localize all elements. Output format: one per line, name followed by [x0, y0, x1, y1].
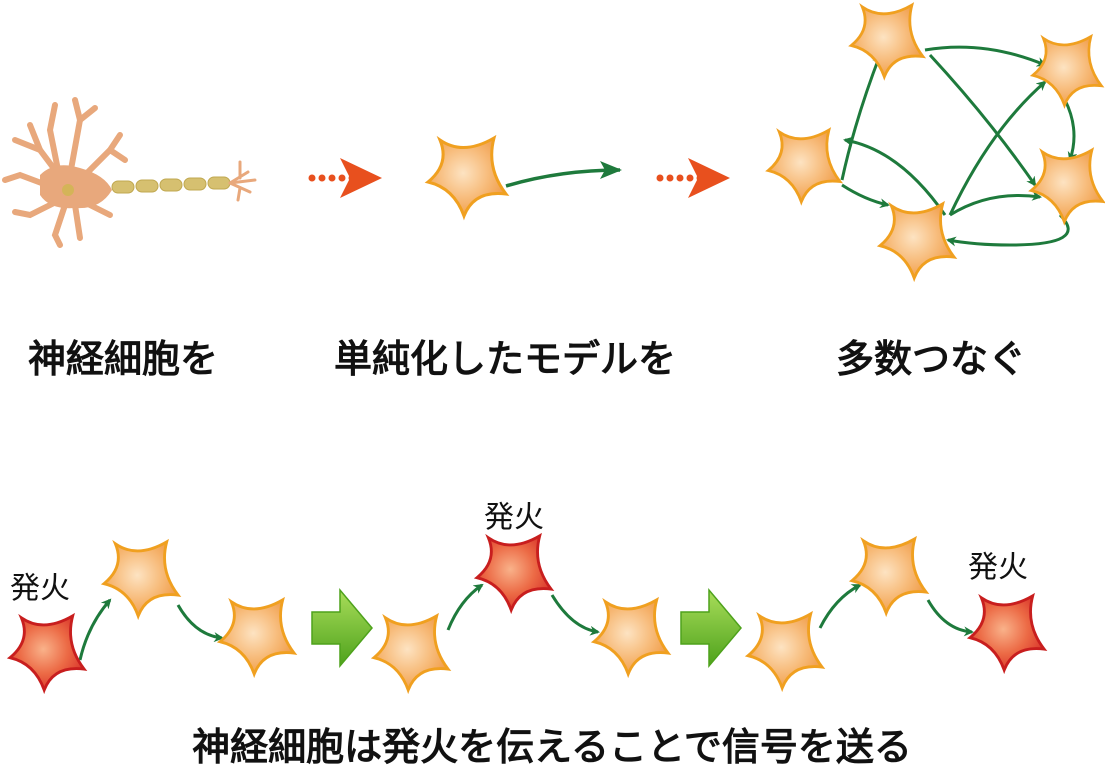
- bottom-caption: 神経細胞は発火を伝えることで信号を送る: [192, 725, 912, 769]
- firing-neuron: [475, 534, 553, 612]
- caption-step1: 神経細胞を: [28, 337, 218, 381]
- network-neuron: [849, 3, 925, 79]
- biological-neuron-icon: [2, 97, 257, 248]
- signal-frame-1: 発火: [8, 540, 296, 692]
- network-neuron: [766, 128, 842, 204]
- resting-neuron: [218, 598, 296, 676]
- neuron-network: [766, 3, 1105, 280]
- output-arrow: [505, 161, 622, 188]
- caption-step2: 単純化したモデルを: [334, 337, 676, 381]
- firing-neuron: [968, 594, 1046, 672]
- signal-frame-3: 発火: [746, 537, 1046, 690]
- green-block-arrow-icon: [311, 587, 373, 669]
- resting-neuron: [102, 540, 180, 618]
- resting-neuron: [592, 598, 670, 676]
- green-block-arrow-icon: [680, 587, 742, 669]
- fire-label: 発火: [484, 500, 544, 535]
- firing-neuron: [8, 614, 86, 692]
- network-neuron: [878, 202, 956, 280]
- network-neuron: [1031, 35, 1103, 107]
- star-neuron-icon: [426, 136, 508, 218]
- resting-neuron: [746, 612, 824, 690]
- network-neuron: [1029, 148, 1105, 224]
- dotted-chevron-arrow-icon: [656, 158, 730, 198]
- resting-neuron: [372, 614, 450, 692]
- signal-frame-2: 発火: [372, 500, 670, 692]
- fire-label: 発火: [968, 550, 1028, 585]
- caption-step3: 多数つなぐ: [836, 337, 1026, 381]
- fire-label: 発火: [10, 571, 70, 606]
- resting-neuron: [850, 537, 928, 615]
- dotted-chevron-arrow-icon: [308, 158, 382, 198]
